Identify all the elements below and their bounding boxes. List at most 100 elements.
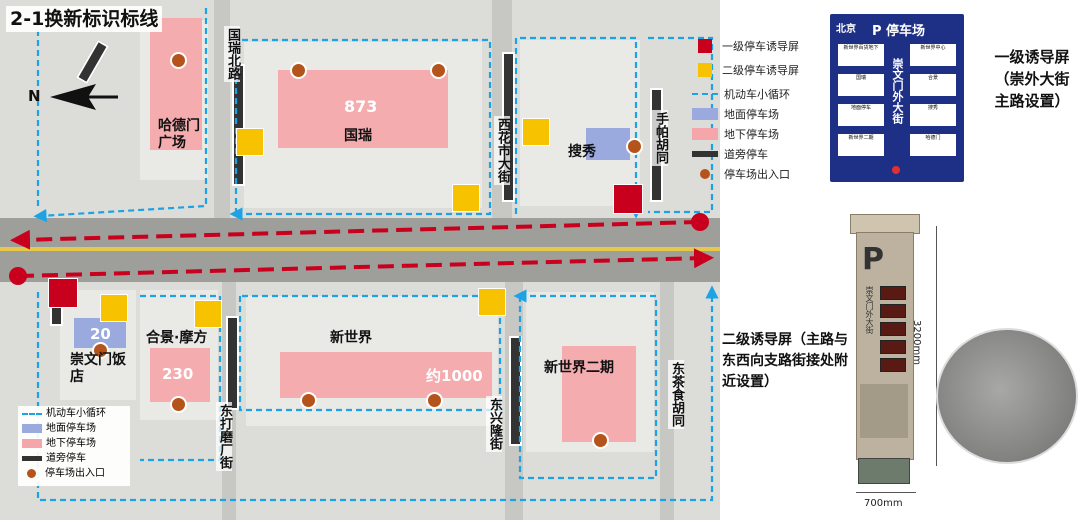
sign2-vertical: 崇文门外大街 <box>865 286 874 334</box>
street-shoupa: 手帕胡同 <box>652 110 668 166</box>
dim-width-line <box>856 492 916 493</box>
legend-item: 机动车小循环 <box>690 86 790 102</box>
legend-item: 地面停车场 <box>690 106 779 122</box>
legend-left-item: 地面停车场 <box>18 421 130 436</box>
legend-left-item: 地下停车场 <box>18 436 130 451</box>
sign1-item: 合景 <box>910 74 956 96</box>
label-newworld: 新世界 <box>330 330 372 346</box>
sign1-vertical: 崇文门外大街 <box>891 58 904 124</box>
level2-screen <box>236 128 264 156</box>
legend-left-item: 道旁停车 <box>18 451 130 466</box>
sign2-p: P <box>862 242 884 277</box>
circulation-loop <box>229 38 492 221</box>
parking-newworld <box>280 352 492 398</box>
street-dongdamochang: 东打磨厂街 <box>216 402 232 471</box>
legend-left-item: 停车场出入口 <box>18 466 130 481</box>
sign1-item: 新世界百货地下 <box>838 44 884 66</box>
dim-height-line <box>936 226 937 466</box>
sign2-led <box>880 358 906 372</box>
level2-screen <box>194 300 222 328</box>
caption-level2: 二级诱导屏（主路与东西向支路街接处附近设置） <box>722 332 848 390</box>
parking-entrance-dot <box>290 62 307 79</box>
sign2-relief <box>860 384 908 438</box>
parking-entrance-dot <box>170 52 187 69</box>
parking-entrance-dot <box>426 392 443 409</box>
parking-entrance-dot <box>626 138 643 155</box>
level2-screen <box>478 288 506 316</box>
main-flow-east-start <box>9 267 27 285</box>
legend-item: 地下停车场 <box>690 126 779 142</box>
circulation-loop <box>36 285 719 502</box>
parking-entrance-dot <box>430 62 447 79</box>
caption-level1: 一级诱导屏（崇外大街主路设置） <box>994 48 1070 110</box>
circulation-overlay <box>9 8 719 502</box>
sign1-header: P 停车场 <box>872 24 926 39</box>
road-median <box>0 247 720 251</box>
legend-item: 一级停车诱导屏 <box>690 38 799 54</box>
main-flow-east <box>17 248 714 278</box>
sign1-item: 搜秀 <box>910 104 956 126</box>
label-guorui: 国瑞 <box>344 128 372 144</box>
sign1-item: 哈德门 <box>910 134 956 156</box>
label-guorui-count: 873 <box>344 97 378 116</box>
sign1-item: 国瑞 <box>838 74 884 96</box>
legend-item: 二级停车诱导屏 <box>690 62 799 78</box>
circulation-loop <box>238 294 502 412</box>
parking-entrance-dot <box>170 396 187 413</box>
street-guorui-north: 国瑞北路 <box>224 26 240 82</box>
label-souxiu: 搜秀 <box>568 144 596 160</box>
legend-item: 道旁停车 <box>690 146 768 162</box>
parking-map: 哈德门广场 873 国瑞 搜秀 20 崇文门饭店 合景·摩方 230 新世界 约… <box>0 0 720 520</box>
level1-sign-illustration: 北京 P 停车场 崇文门外大街 新世界百货地下 国瑞 地面停车 新世界二期 新世… <box>830 14 964 182</box>
label-hejing-count: 230 <box>162 365 194 383</box>
level2-screen <box>100 294 128 322</box>
parking-hejing <box>150 348 210 402</box>
parking-newworld2 <box>562 346 636 442</box>
parking-hademen <box>150 18 202 150</box>
sign2-led <box>880 322 906 336</box>
sign1-item: 新世界二期 <box>838 134 884 156</box>
sign2-base <box>858 458 910 484</box>
compass-n-label: N <box>28 87 41 105</box>
sign2-led <box>880 304 906 318</box>
sign2-led <box>880 340 906 354</box>
legend-item: 停车场出入口 <box>690 166 790 182</box>
level1-screen-east <box>613 184 643 214</box>
circulation-loop <box>513 289 658 480</box>
legend-left: 机动车小循环 地面停车场 地下停车场 道旁停车 停车场出入口 <box>18 406 130 486</box>
sign1-item: 地面停车 <box>838 104 884 126</box>
dim-width-label: 700mm <box>864 498 903 509</box>
road-dongchashi <box>660 282 674 520</box>
legend-left-item: 机动车小循环 <box>18 406 130 421</box>
label-newworld-count: 约1000 <box>426 367 483 385</box>
compass-arrow-icon <box>50 84 118 110</box>
street-dongchashi: 东茶食胡同 <box>668 360 684 429</box>
level1-screen-west <box>48 278 78 308</box>
sign1-red-dot <box>892 166 900 174</box>
sign1-item: 新世界中心 <box>910 44 956 66</box>
roadside-parking-bar <box>226 316 239 410</box>
parking-souxiu-ground <box>586 128 630 160</box>
sign2-top-cap <box>850 214 920 234</box>
main-flow-west <box>10 220 701 250</box>
level2-screen <box>452 184 480 212</box>
label-hotel-count: 20 <box>90 325 111 343</box>
street-dongxinglong: 东兴隆街 <box>486 396 502 452</box>
parking-entrance-dot <box>92 342 109 359</box>
circulation-loop <box>33 8 208 223</box>
level2-screen <box>522 118 550 146</box>
street-xihuashi: 西花市大街 <box>494 116 510 185</box>
main-flow-west-start <box>691 213 709 231</box>
circulation-loop <box>514 36 643 219</box>
parking-entrance-dot <box>592 432 609 449</box>
label-hademen: 哈德门广场 <box>158 118 200 151</box>
parking-entrance-dot <box>300 392 317 409</box>
sign1-logo: 北京 <box>836 24 856 35</box>
label-hotel: 崇文门饭店 <box>70 352 126 385</box>
label-newworld2: 新世界二期 <box>544 360 614 376</box>
parking-guorui <box>278 70 448 148</box>
label-hejing: 合景·摩方 <box>146 330 208 346</box>
level2-sign-illustration: P 崇文门外大街 <box>850 214 920 494</box>
circulation-loop <box>140 294 222 462</box>
dim-height-label: 3200mm <box>911 320 922 365</box>
